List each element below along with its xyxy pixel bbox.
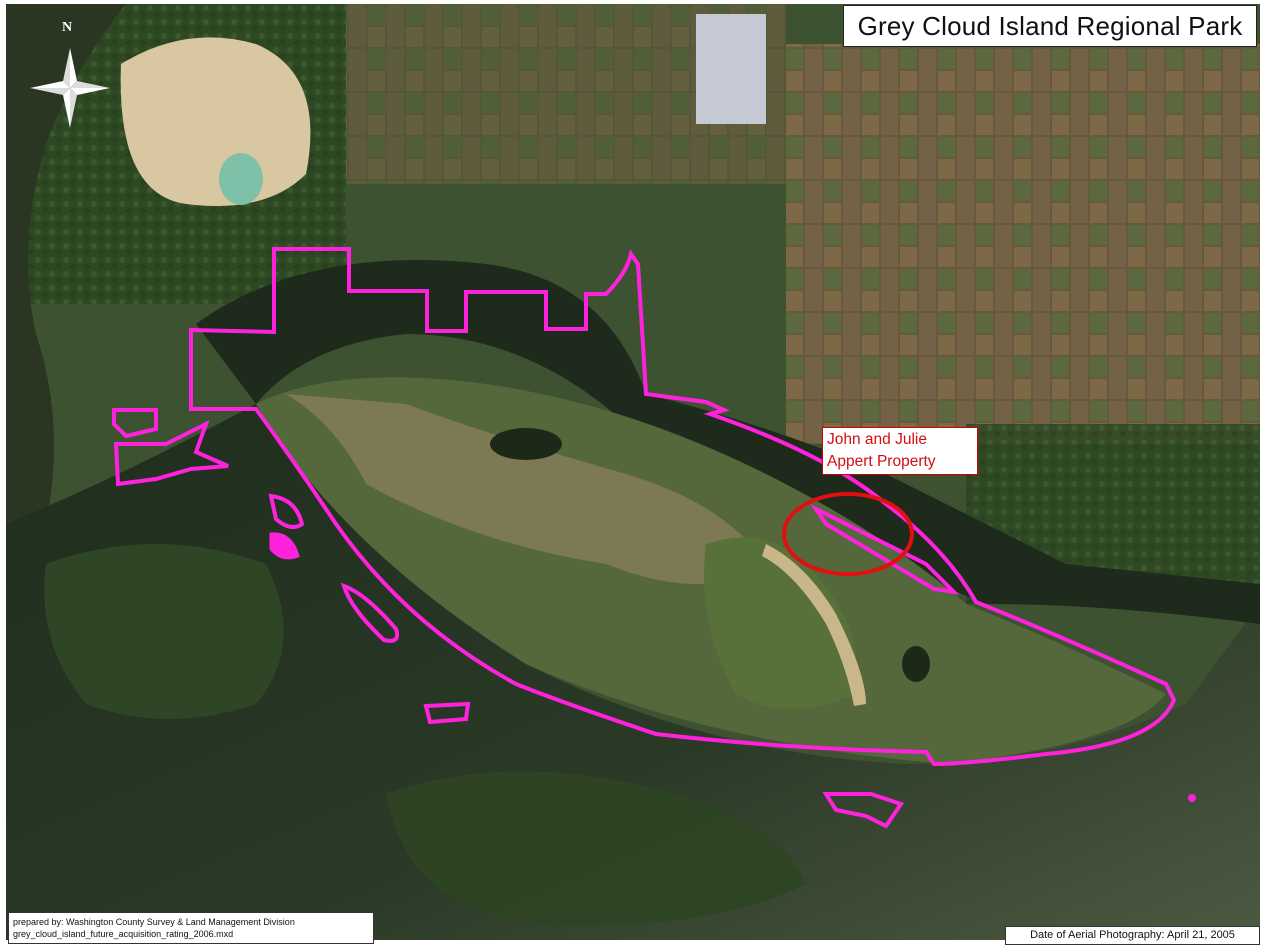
south-islands — [386, 771, 806, 926]
map-title: Grey Cloud Island Regional Park — [843, 5, 1257, 47]
farm-fields — [786, 44, 1260, 444]
aerial-map[interactable] — [6, 4, 1260, 940]
credit-box: prepared by: Washington County Survey & … — [8, 912, 374, 944]
island-pond-small — [490, 428, 562, 460]
appert-property-label: John and Julie Appert Property — [822, 427, 978, 475]
warehouse — [696, 14, 766, 124]
island-sandbar — [762, 544, 866, 706]
grey-cloud-channel — [196, 260, 1260, 624]
parcel-islet-4[interactable] — [423, 701, 471, 725]
parcel-west-1[interactable] — [112, 408, 158, 439]
appert-parcel[interactable] — [810, 503, 960, 595]
credit-line-1: prepared by: Washington County Survey & … — [13, 917, 295, 927]
quarry-pond — [219, 153, 263, 205]
island-clearing — [286, 394, 766, 584]
parcel-islet-3[interactable] — [340, 582, 400, 643]
aerial-date-label: Date of Aerial Photography: April 21, 20… — [1005, 926, 1260, 945]
parcel-islet-2[interactable] — [269, 532, 300, 560]
island-pond-east — [902, 646, 930, 682]
credit-line-2: grey_cloud_island_future_acquisition_rat… — [13, 929, 234, 939]
quarry — [120, 37, 311, 207]
appert-callout-ring — [782, 492, 914, 576]
north-label: N — [62, 20, 73, 35]
parcel-south[interactable] — [822, 792, 905, 829]
parcel-islet-1[interactable] — [268, 493, 305, 530]
mississippi-river-main — [6, 404, 1260, 940]
southwest-islands — [44, 544, 284, 719]
parcel-point[interactable] — [1188, 794, 1196, 802]
park-boundary[interactable] — [189, 247, 1177, 767]
parcel-west-2[interactable] — [113, 419, 229, 487]
island-pond-large — [704, 537, 858, 709]
callout-line-1: John and Julie — [827, 431, 927, 448]
north-arrow-compass-icon — [30, 48, 110, 128]
callout-line-2: Appert Property — [827, 453, 936, 470]
